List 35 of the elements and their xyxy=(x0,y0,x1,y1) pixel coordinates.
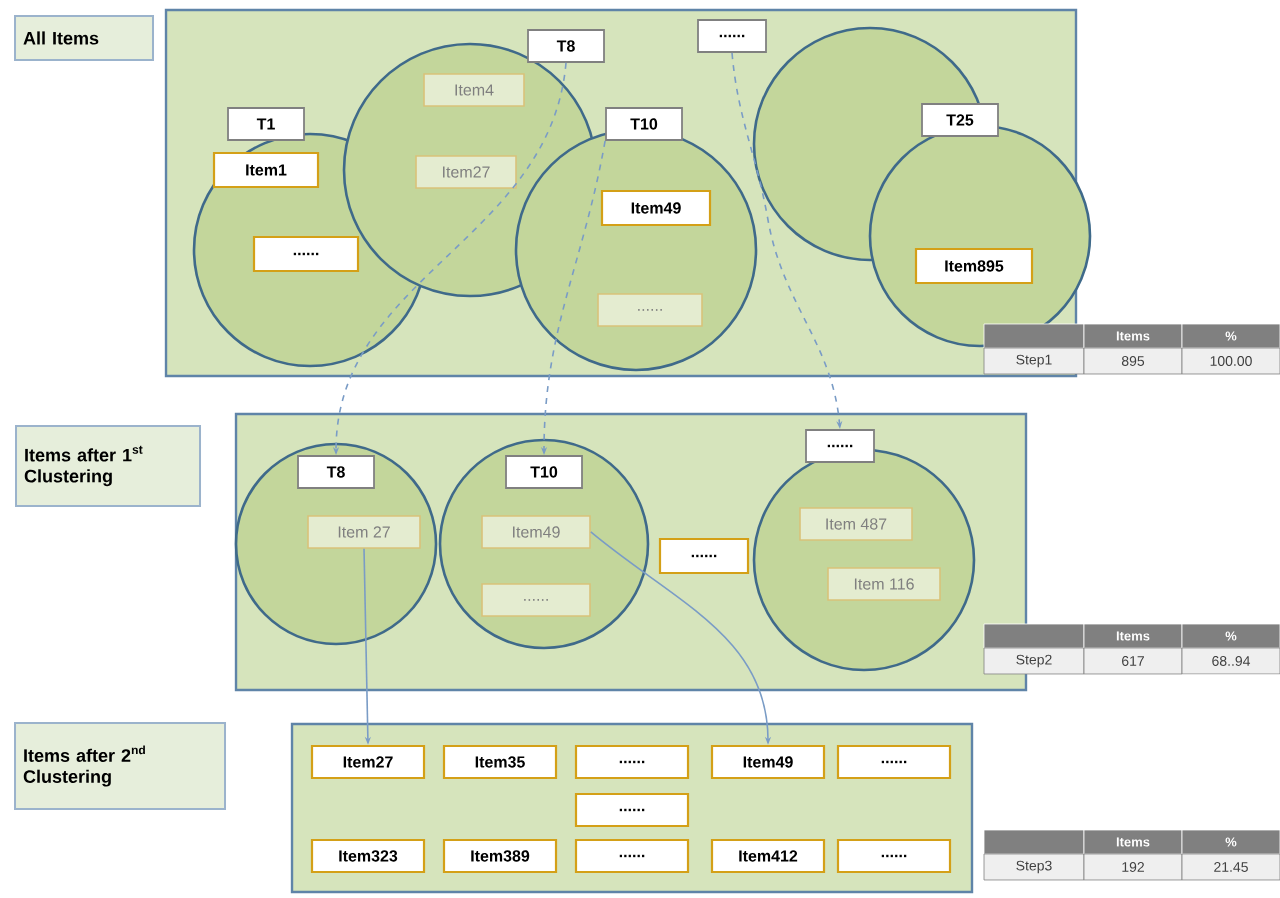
item-box: ...... xyxy=(481,583,591,617)
item-box: Item895 xyxy=(914,247,1034,285)
item-box: Item323 xyxy=(310,838,426,874)
tag-box: T8 xyxy=(297,455,375,489)
item-box: Item 27 xyxy=(307,515,421,549)
tag-box: T25 xyxy=(921,103,999,137)
heading-box: All Items xyxy=(14,15,154,61)
item-box: Item49 xyxy=(600,189,712,227)
item-box: Item49 xyxy=(710,744,826,780)
tag-box: T1 xyxy=(227,107,305,141)
item-box: Item27 xyxy=(310,744,426,780)
item-box: Item 487 xyxy=(799,507,913,541)
item-box: ...... xyxy=(574,838,690,874)
item-box: Item389 xyxy=(442,838,558,874)
item-box: Item4 xyxy=(423,73,525,107)
heading-box: Items after 1$^{st}$ Clustering xyxy=(15,425,201,507)
tag-box: ...... xyxy=(697,19,767,53)
item-box: ...... xyxy=(658,537,750,575)
item-box: ...... xyxy=(597,293,703,327)
tag-box: T8 xyxy=(527,29,605,63)
item-box: Item35 xyxy=(442,744,558,780)
item-box: Item49 xyxy=(481,515,591,549)
item-box: Item412 xyxy=(710,838,826,874)
item-box: Item 116 xyxy=(827,567,941,601)
tag-box: T10 xyxy=(505,455,583,489)
tag-box: T10 xyxy=(605,107,683,141)
item-box: ...... xyxy=(574,744,690,780)
item-box: Item1 xyxy=(212,151,320,189)
item-box: ...... xyxy=(574,792,690,828)
item-box: ...... xyxy=(836,744,952,780)
item-box: ...... xyxy=(836,838,952,874)
item-box: ...... xyxy=(252,235,360,273)
heading-box: Items after 2$^{nd}$ Clustering xyxy=(14,722,226,810)
tag-box: ...... xyxy=(805,429,875,463)
item-box: Item27 xyxy=(415,155,517,189)
